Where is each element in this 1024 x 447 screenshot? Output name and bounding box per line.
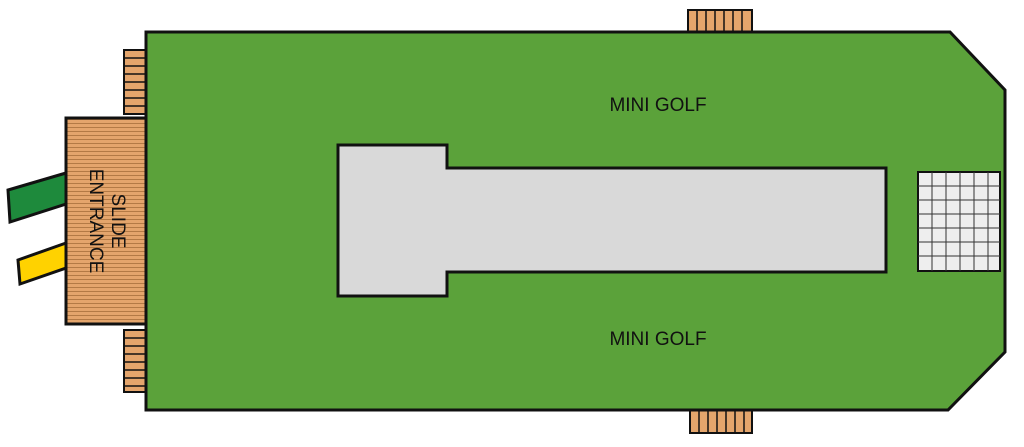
stairs-left-top	[123, 49, 149, 115]
yellow-slide	[16, 240, 68, 287]
water-slide-icon	[6, 170, 68, 287]
slide-label-line1: SLIDE	[107, 194, 128, 249]
pool	[336, 143, 888, 298]
mini-golf-label-bottom: MINI GOLF	[609, 329, 706, 350]
slide-label-line2: ENTRANCE	[85, 169, 106, 274]
stairs-left-bottom	[123, 329, 149, 393]
green-slide	[6, 170, 68, 225]
mini-golf-label-top: MINI GOLF	[609, 95, 706, 116]
stairs-top	[687, 9, 753, 35]
slide-entrance: SLIDE ENTRANCE	[64, 116, 150, 326]
drain-grate-icon	[917, 171, 1001, 272]
